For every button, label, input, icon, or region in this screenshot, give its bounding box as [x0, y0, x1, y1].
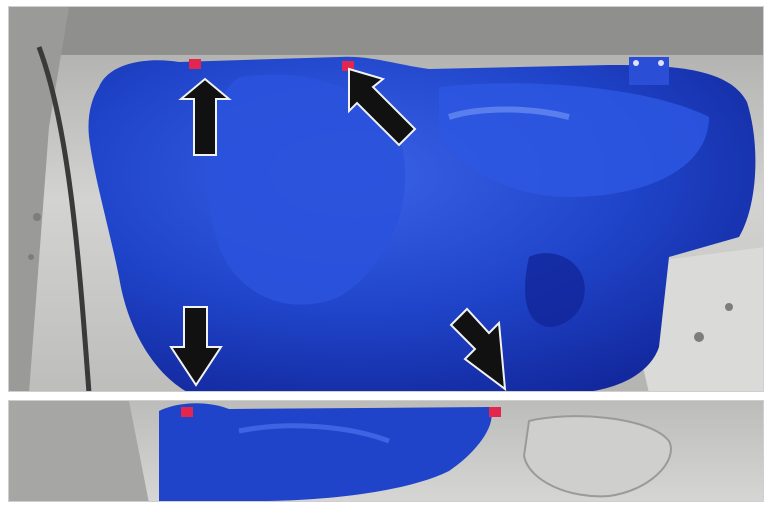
photo-panel-bottom [8, 400, 764, 502]
chassis-rail-top [9, 7, 764, 55]
photo-top-svg [9, 7, 764, 392]
mount-point-top-left [189, 59, 201, 69]
mount-point-bottom-left [181, 407, 193, 417]
photo-bottom-svg [9, 401, 764, 502]
photo-panel-top [8, 6, 764, 392]
mount-point-bottom-right [489, 407, 501, 417]
chassis-floor-left [9, 401, 149, 502]
